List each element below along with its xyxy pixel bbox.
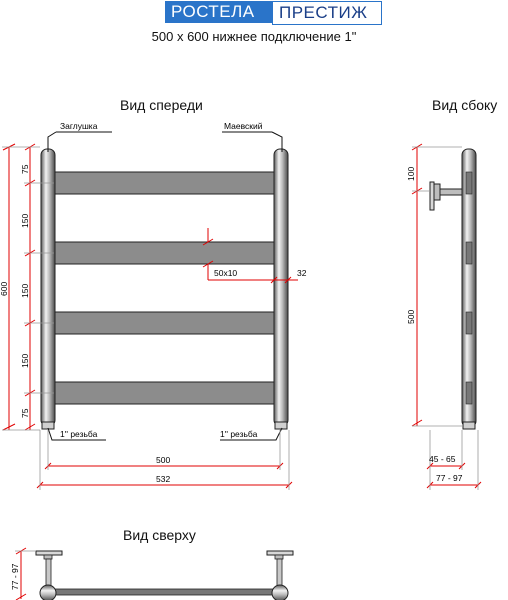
left-riser-pipe	[40, 148, 56, 427]
top-view-title: Вид сверху	[123, 527, 196, 543]
segment-dim: 75	[20, 164, 30, 174]
top-view: 77 - 97	[10, 547, 294, 600]
front-view-title: Вид спереди	[120, 97, 203, 113]
top-depth-dim: 77 - 97	[10, 563, 20, 590]
total-width-dim: 532	[156, 474, 170, 484]
wall-flange-left	[35, 550, 63, 556]
brand-name: РОСТЕЛА	[165, 1, 277, 23]
left-thread	[41, 421, 55, 430]
plug-label: Заглушка	[60, 121, 98, 131]
front-view: Заглушка Маевский 1'' резьба 1'' резьба	[0, 121, 307, 490]
product-subtitle: 500 х 600 нижнее подключение 1"	[151, 29, 357, 44]
right-riser-pipe	[273, 148, 289, 427]
segment-dim: 75	[20, 408, 30, 418]
side-view-title: Вид сбоку	[432, 97, 498, 113]
top-pipe-left	[39, 584, 57, 600]
bar-offset-dim: 32	[297, 268, 307, 278]
towel-bar	[53, 381, 277, 405]
right-thread	[274, 421, 288, 430]
wall-flange-right	[266, 550, 294, 556]
towel-bar	[53, 171, 277, 195]
side-depth-small-dim: 45 - 65	[429, 454, 456, 464]
side-view: 100 500 45 - 65 77 - 97	[406, 143, 482, 490]
thread-label-right: 1'' резьба	[220, 429, 258, 439]
valve-label: Маевский	[224, 121, 263, 131]
bar-section-dim: 50x10	[214, 268, 237, 278]
axis-width-dim: 500	[156, 455, 170, 465]
segment-dim: 150	[20, 354, 30, 368]
thread-label-left: 1'' резьба	[60, 429, 98, 439]
side-depth-large-dim: 77 - 97	[436, 473, 463, 483]
top-pipe-right	[271, 584, 289, 600]
segment-dim: 150	[20, 214, 30, 228]
wall-bracket	[439, 188, 463, 196]
towel-bar	[53, 311, 277, 335]
side-top-offset-dim: 100	[406, 167, 416, 181]
model-name: ПРЕСТИЖ	[272, 1, 382, 25]
towel-bar	[53, 241, 277, 265]
top-towel-bar	[51, 588, 277, 596]
segment-dim: 150	[20, 284, 30, 298]
total-height-dim: 600	[0, 282, 9, 296]
side-mount-height-dim: 500	[406, 310, 416, 324]
